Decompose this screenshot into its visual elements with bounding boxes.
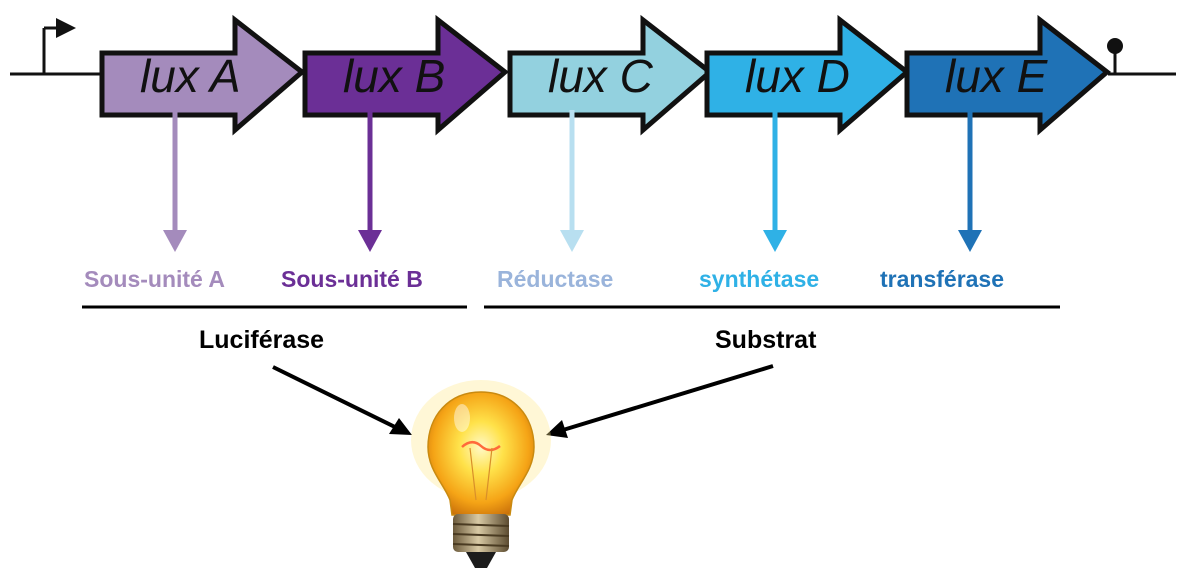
arrow-substrat-to-bulb (546, 364, 774, 438)
terminator-lollipop-icon (1107, 38, 1123, 74)
group-label-luciferase: Luciférase (199, 326, 324, 354)
protein-label-synthetase: synthétase (699, 266, 819, 292)
arrow-luciferase-to-bulb (272, 365, 412, 435)
expression-arrows (163, 110, 982, 252)
gene-label: lux C (548, 50, 654, 102)
gene-arrow-lux-c: lux C (507, 14, 714, 136)
expression-arrow-lux-d (763, 110, 787, 252)
gene-label: lux E (945, 50, 1049, 102)
expression-arrow-lux-b (358, 110, 382, 252)
light-bulb-icon (411, 380, 551, 568)
gene-arrow-shape (507, 14, 714, 136)
gene-arrow-lux-e: lux E (904, 14, 1111, 136)
gene-label: lux A (140, 50, 241, 102)
promoter-flag-icon (42, 18, 76, 74)
gene-arrow-shape (704, 14, 911, 136)
protein-label-transferase: transférase (880, 266, 1004, 292)
gene-arrow-shape (302, 14, 509, 136)
gene-arrow-lux-a: lux A (99, 14, 306, 136)
gene-arrow-lux-d: lux D (704, 14, 911, 136)
protein-labels: Sous-unité A Sous-unité B Réductase synt… (84, 266, 1004, 292)
protein-label-reductase: Réductase (497, 266, 613, 292)
gene-label: lux B (343, 50, 445, 102)
protein-label-sous-unite-a: Sous-unité A (84, 266, 225, 292)
gene-arrow-shape (99, 14, 306, 136)
expression-arrow-lux-e (958, 110, 982, 252)
group-label-substrat: Substrat (715, 326, 817, 354)
gene-arrow-lux-b: lux B (302, 14, 509, 136)
gene-label: lux D (745, 50, 850, 102)
gene-arrow-shape (904, 14, 1111, 136)
expression-arrow-lux-a (163, 110, 187, 252)
expression-arrow-lux-c (560, 110, 584, 252)
gene-arrows: lux A lux B lux C lux D lux E (99, 14, 1111, 136)
protein-label-sous-unite-b: Sous-unité B (281, 266, 423, 292)
